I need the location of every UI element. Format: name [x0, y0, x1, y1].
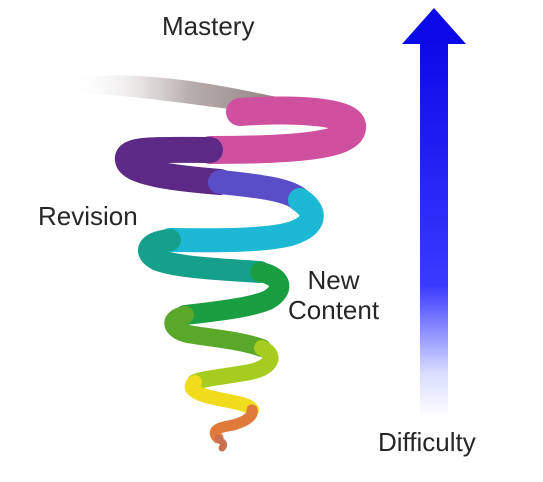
difficulty-arrow: [402, 8, 466, 418]
difficulty-label: Difficulty: [378, 427, 476, 457]
spiral: [115, 96, 366, 452]
new-content-label: New Content: [288, 265, 380, 326]
new-content-label-line2: Content: [288, 294, 380, 325]
mastery-label: Mastery: [162, 11, 255, 41]
new-content-label-line1: New: [307, 265, 360, 295]
revision-label: Revision: [38, 201, 138, 231]
